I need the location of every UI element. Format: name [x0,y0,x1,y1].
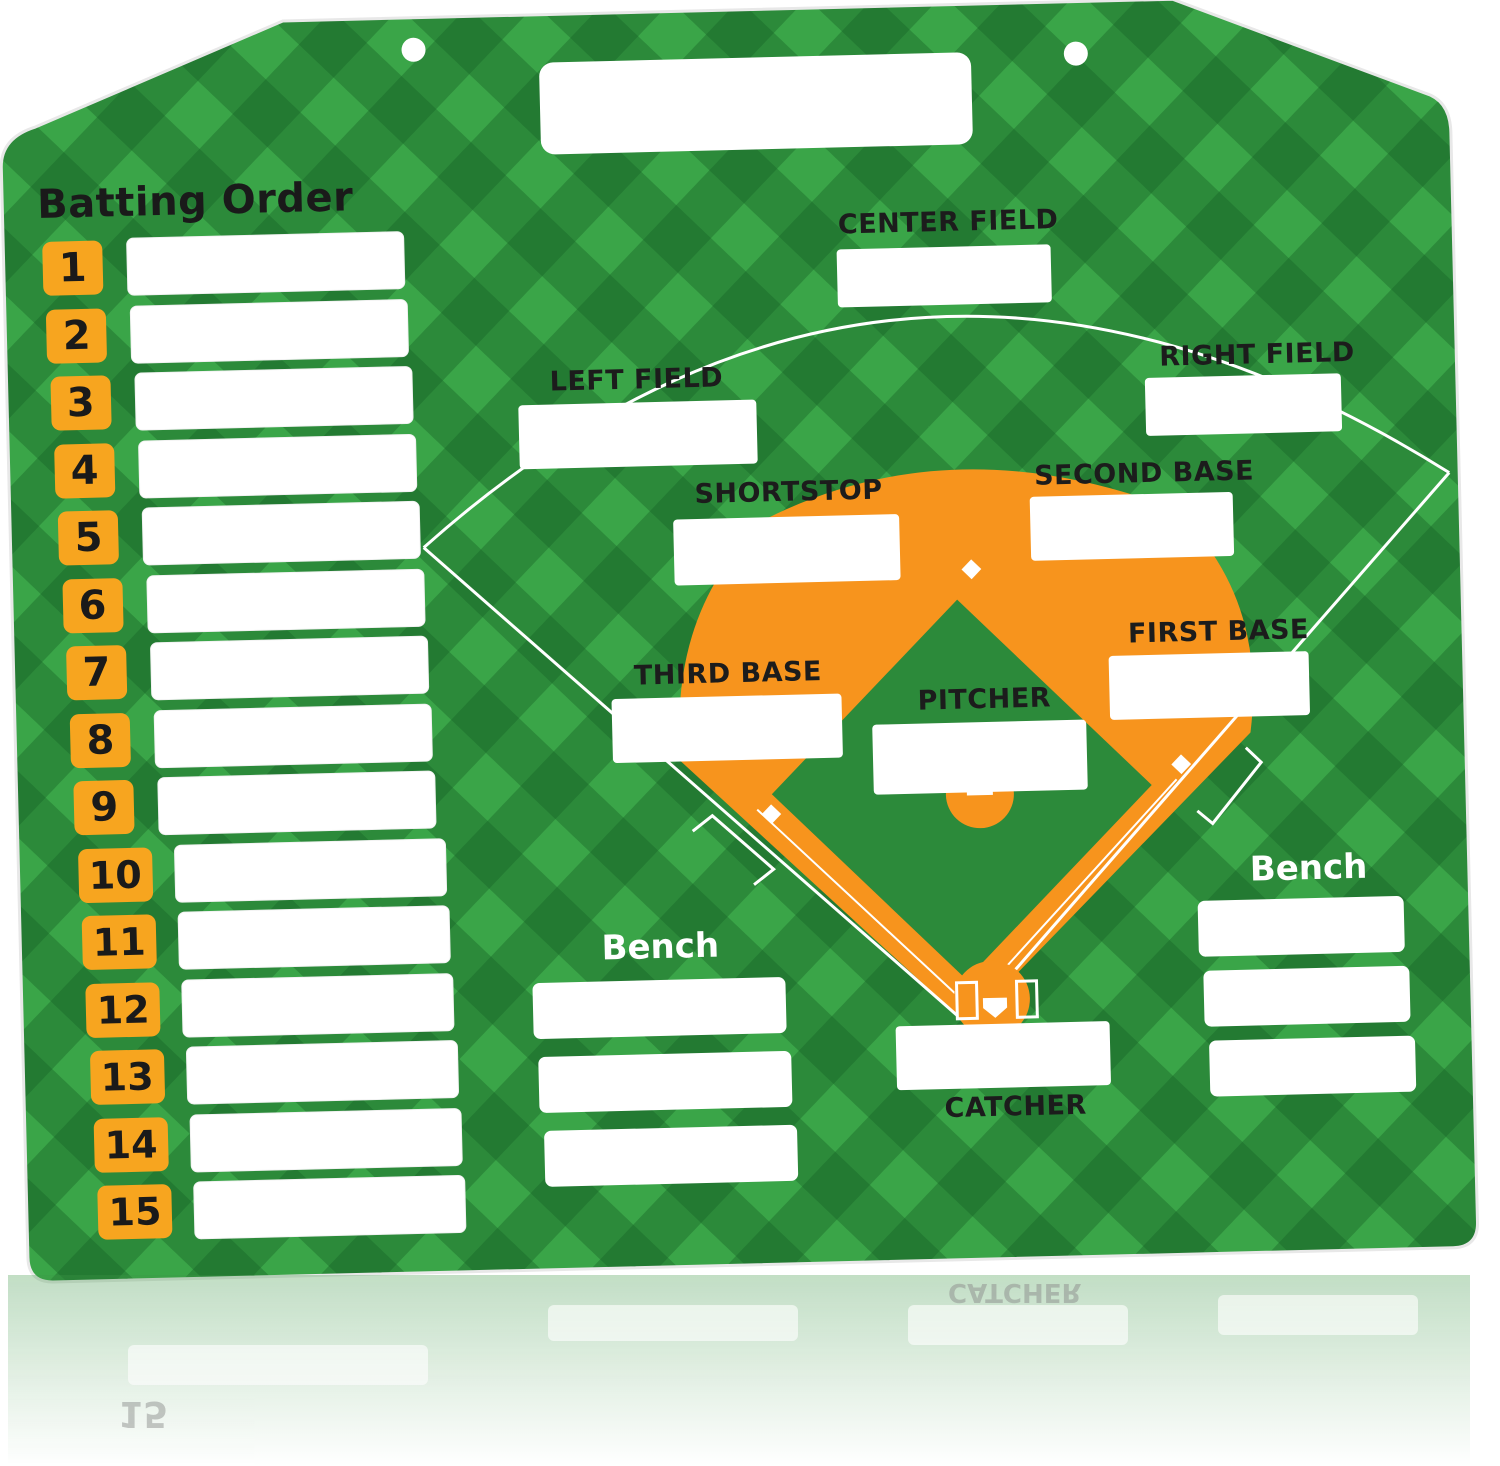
center-field-label: CENTER FIELD [837,204,1059,241]
third-base-label: THIRD BASE [633,655,823,692]
batting-number-badge: 3 [50,375,112,431]
batting-order-slot[interactable] [126,231,406,296]
bench-left-slot-1[interactable] [532,976,787,1040]
batting-number-badge: 12 [85,981,161,1038]
batting-order-slot[interactable] [193,1174,467,1240]
batting-number-badge: 15 [97,1184,173,1240]
batting-number-badge: 10 [77,846,153,903]
right-field-label: RIGHT FIELD [1158,336,1356,373]
first-base-slot[interactable] [1108,651,1311,720]
batting-order-slot[interactable] [157,770,437,836]
batting-number-badge: 9 [73,779,136,836]
third-base-bag [761,804,782,825]
reflection-slot [128,1345,428,1385]
bench-left-slot-2[interactable] [538,1050,793,1114]
batting-order-slot[interactable] [149,635,430,701]
pitcher-slot[interactable] [872,719,1088,795]
center-field-slot[interactable] [836,244,1052,308]
batting-order-slot[interactable] [153,703,434,768]
catcher-label: CATCHER [944,1089,1088,1125]
bench-left-slot-3[interactable] [543,1124,799,1187]
batting-number-badge: 6 [61,577,124,634]
batting-number-badge: 11 [81,914,157,971]
third-base-slot[interactable] [611,693,843,764]
batting-number-badge: 8 [69,712,132,768]
bench-left-label: Bench [601,925,720,969]
batting-order-slot[interactable] [181,972,455,1038]
batting-number-badge: 13 [89,1049,165,1105]
batting-order-slot[interactable] [129,298,410,364]
batting-order-slot[interactable] [173,837,447,903]
batting-order-title: Batting Order [36,174,354,229]
home-plate [982,997,1008,1018]
batting-order-slot[interactable] [177,905,451,970]
shortstop-slot[interactable] [673,514,901,586]
bench-right-slot-2[interactable] [1203,965,1411,1027]
batting-order-slot[interactable] [185,1040,459,1105]
reflection-slot [908,1305,1128,1345]
batting-number-badge: 7 [65,644,128,701]
batting-order-slot[interactable] [141,500,422,566]
first-base-label: FIRST BASE [1127,614,1310,650]
foul-line-left [422,546,969,1026]
batting-order-slot[interactable] [133,365,414,431]
batting-number-badge: 2 [46,307,108,364]
bench-right-slot-3[interactable] [1208,1035,1417,1097]
pitcher-label: PITCHER [917,682,1052,717]
right-field-slot[interactable] [1144,373,1343,436]
left-field-slot[interactable] [518,399,758,470]
reflection-slot [1218,1295,1418,1335]
second-base-label: SECOND BASE [1033,455,1255,492]
second-base-slot[interactable] [1029,491,1235,561]
second-base-bag [961,559,982,580]
batting-number-badge: 14 [93,1116,169,1173]
bench-right-slot-1[interactable] [1197,895,1405,957]
foul-line-right [966,471,1451,1026]
batting-number-badge: 5 [57,510,120,566]
batting-order-slot[interactable] [145,568,426,633]
hang-hole-left [401,37,426,62]
catcher-slot[interactable] [895,1021,1112,1091]
hang-hole-right [1063,41,1088,66]
shortstop-label: SHORTSTOP [694,474,883,511]
batting-number-badge: 1 [42,240,104,296]
first-base-bag [1171,754,1192,775]
reflection-number-text: 15 [118,1393,169,1434]
left-field-label: LEFT FIELD [549,362,724,398]
board-reflection: CATCHER 15 [8,1275,1470,1466]
handle-slot [539,52,973,155]
batting-order-slot[interactable] [189,1107,463,1173]
reflection-slot [548,1305,798,1341]
bench-right-label: Bench [1249,846,1368,890]
batting-number-badge: 4 [53,442,116,499]
reflection-catcher-text: CATCHER [948,1277,1082,1307]
batting-order-slot[interactable] [137,433,418,499]
